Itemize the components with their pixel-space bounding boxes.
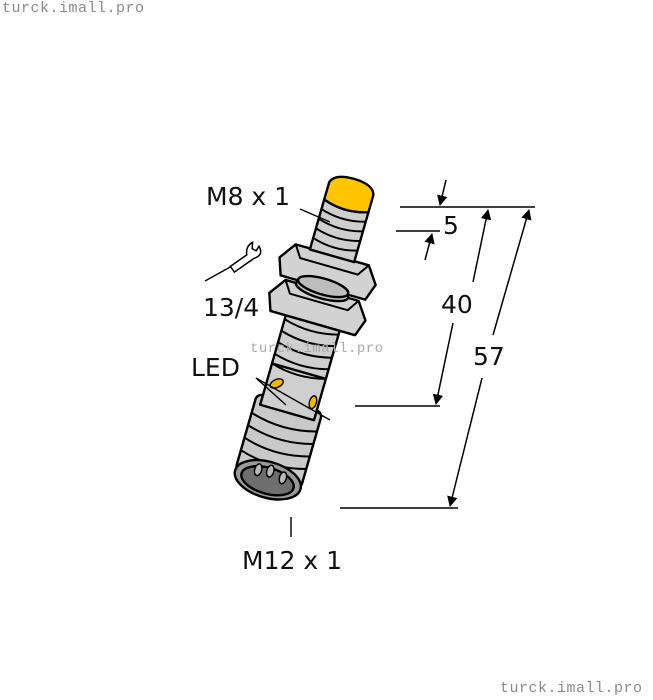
watermark-top-left: turck.imall.pro [2, 0, 145, 17]
sensing-cap [323, 175, 375, 214]
dimension-lines [340, 179, 535, 509]
dimension-cap-length: 5 [443, 211, 459, 240]
leader-led-1 [255, 377, 287, 406]
dimension-total-length: 57 [473, 342, 505, 371]
label-led: LED [191, 353, 240, 382]
dimension-thread-length: 40 [441, 290, 473, 319]
leader-wrench [204, 265, 233, 282]
hex-nut-upper [278, 243, 377, 301]
m12-connector [233, 393, 323, 501]
leader-m8 [299, 208, 331, 223]
label-m12-thread: M12 x 1 [242, 546, 342, 575]
label-wrench-size: 13/4 [203, 293, 260, 322]
leader-led-2 [255, 377, 331, 421]
label-m8-thread: M8 x 1 [206, 182, 291, 211]
sensor-body [233, 175, 377, 501]
led-indicator-right [308, 395, 318, 410]
wrench-icon [229, 241, 262, 274]
watermark-bottom-right: turck.imall.pro [500, 680, 643, 697]
watermark-center: turck.imall.pro [250, 341, 384, 357]
